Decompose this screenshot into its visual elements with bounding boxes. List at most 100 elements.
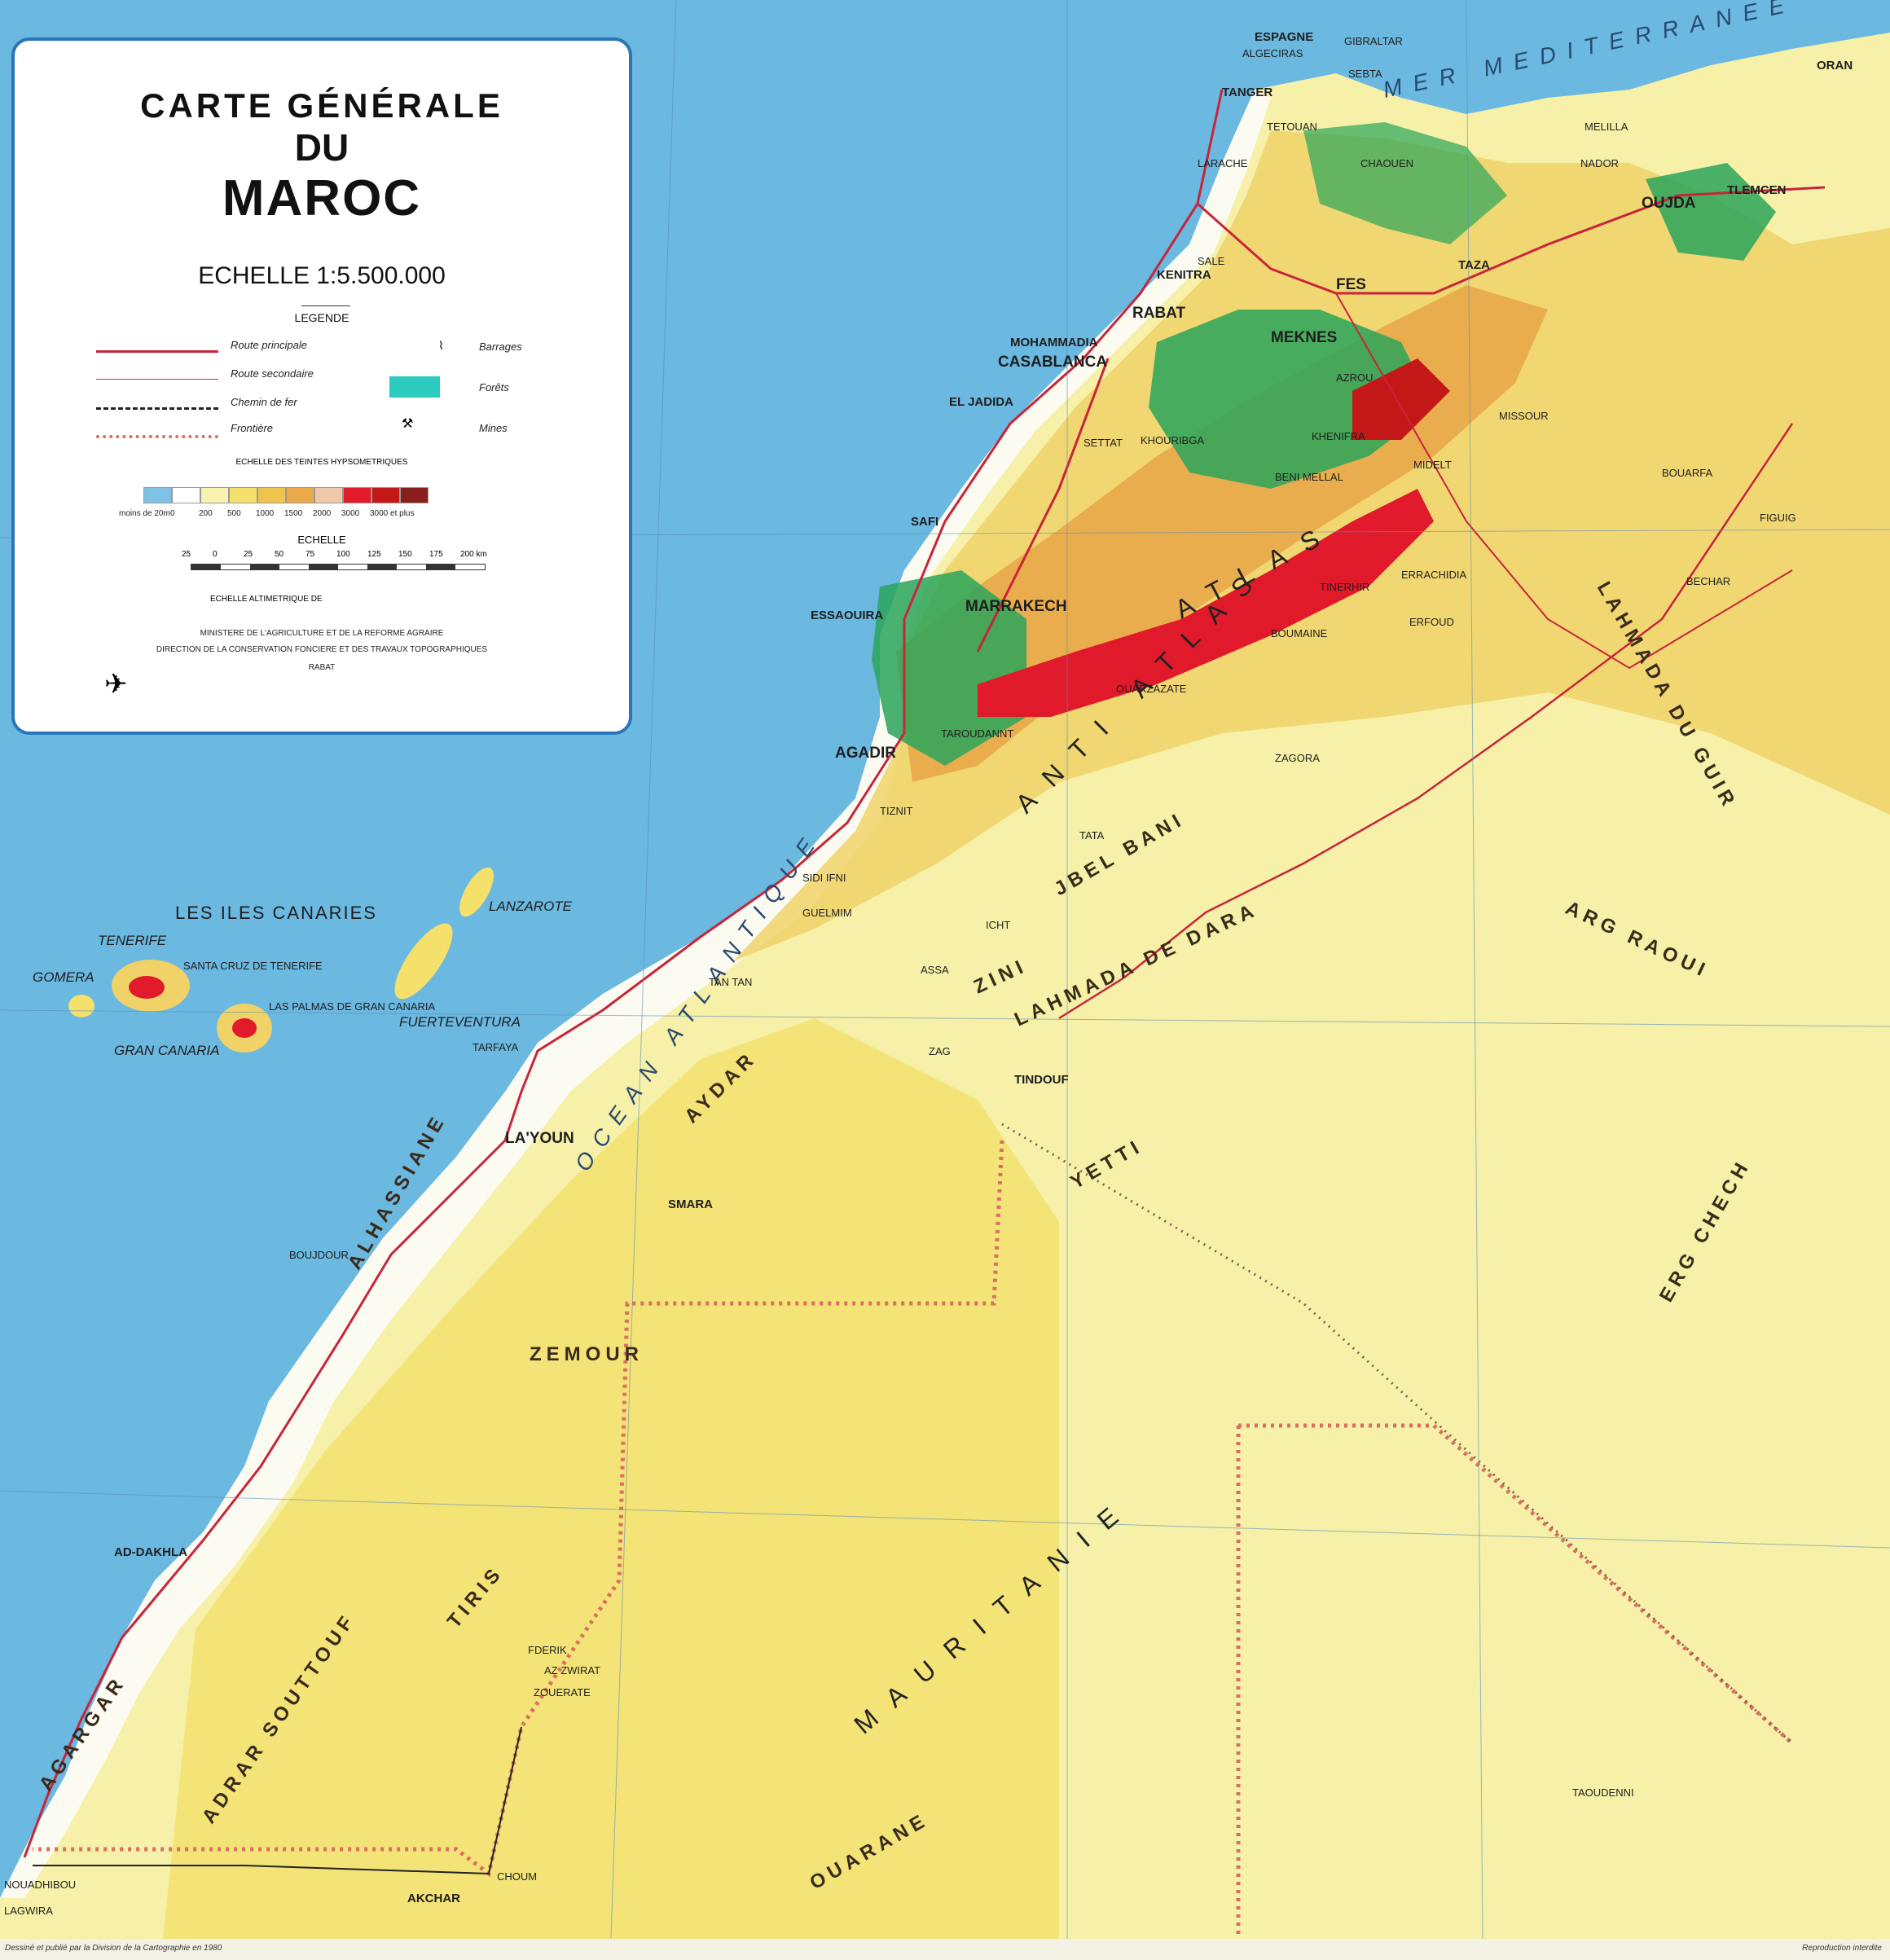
hyp-swatch xyxy=(371,487,400,503)
city-label: LAGWIRA xyxy=(4,1905,53,1917)
city-label: TINDOUF xyxy=(1014,1073,1069,1087)
city-label: LA'YOUN xyxy=(505,1130,574,1147)
publisher-logo-icon: ✈ xyxy=(104,669,128,700)
island-gomera xyxy=(68,995,94,1017)
city-label: TANGER xyxy=(1222,86,1272,99)
map-scale: ECHELLE 1:5.500.000 xyxy=(198,262,446,289)
city-label: AGADIR xyxy=(835,745,896,762)
peak-middle-atlas xyxy=(1352,358,1450,440)
hyp-title: ECHELLE DES TEINTES HYPSOMETRIQUES xyxy=(235,458,408,467)
legend-dams: Barrages xyxy=(479,341,522,353)
city-label: TETOUAN xyxy=(1267,121,1317,133)
legend-border-line xyxy=(96,435,218,438)
coast-band xyxy=(0,90,1271,1898)
city-label: ERRACHIDIA xyxy=(1401,569,1467,581)
legend-road-main-line xyxy=(96,350,218,353)
road-main-coastal xyxy=(23,89,1224,1858)
city-label: ZAG xyxy=(929,1045,951,1057)
city-label: SEBTA xyxy=(1348,68,1382,80)
city-label: ZAGORA xyxy=(1275,752,1320,764)
scale-tick: 150 xyxy=(398,550,412,559)
city-label: BOUMAINE xyxy=(1271,627,1328,639)
city-label: RABAT xyxy=(1132,305,1185,322)
graticule-line xyxy=(0,1009,1890,1027)
city-label: FIGUIG xyxy=(1760,512,1796,524)
city-label: SAFI xyxy=(911,515,938,529)
legend-railway: Chemin de fer xyxy=(231,396,297,408)
graticule-line xyxy=(1466,0,1483,1940)
label-tenerife: TENERIFE xyxy=(98,933,167,948)
legend-city: RABAT xyxy=(308,663,336,672)
footer-left: Dessiné et publié par la Division de la … xyxy=(5,1944,222,1953)
forest-oujda xyxy=(1646,163,1776,261)
road-main-interior xyxy=(1197,186,1826,295)
city-label: TINERHIR xyxy=(1320,581,1369,593)
city-label: SMARA xyxy=(668,1198,713,1211)
city-label: TAOUDENNI xyxy=(1572,1786,1634,1799)
peak-teide xyxy=(129,976,165,999)
city-label: AZ ZWIRAT xyxy=(544,1664,600,1677)
city-label: KHOURIBGA xyxy=(1141,434,1204,446)
city-label: TATA xyxy=(1079,829,1105,842)
railway-mauritania xyxy=(33,1726,522,1875)
city-label: OUARZAZATE xyxy=(1116,683,1187,695)
hyp-swatch xyxy=(143,487,172,503)
hyp-swatch xyxy=(257,487,286,503)
label-zemour: ZEMOUR xyxy=(530,1343,644,1365)
label-gomera: GOMERA xyxy=(33,969,94,985)
label-gran-canaria: GRAN CANARIA xyxy=(114,1043,219,1058)
island-lanzarote xyxy=(459,867,494,917)
map-title-line3: MAROC xyxy=(222,170,422,226)
legend-railway-line xyxy=(96,407,218,410)
city-label: TLEMCEN xyxy=(1727,183,1787,197)
hyp-swatch xyxy=(400,487,429,503)
border-tindouf xyxy=(1001,1123,1794,1745)
scale-tick: 100 xyxy=(336,550,350,559)
ministry: MINISTERE DE L'AGRICULTURE ET DE LA REFO… xyxy=(200,629,444,638)
hyp-swatch xyxy=(286,487,314,503)
hyp-label: moins de 20m xyxy=(119,509,170,518)
hyp-label: 0 xyxy=(170,509,175,518)
city-label: ICHT xyxy=(986,919,1010,931)
city-label: MEKNES xyxy=(1271,329,1337,346)
map-title-line1: CARTE GÉNÉRALE xyxy=(140,86,503,125)
city-label: BOUARFA xyxy=(1662,467,1712,479)
footer-right: Reproduction interdite xyxy=(1802,1944,1882,1953)
city-label: FDERIK xyxy=(528,1644,567,1656)
legend-heading: LEGENDE xyxy=(294,311,349,324)
legend-heading-rule xyxy=(301,305,350,306)
alt-title: ECHELLE ALTIMETRIQUE DE xyxy=(210,595,323,604)
city-label: AKCHAR xyxy=(407,1892,460,1905)
legend-road-secondary: Route secondaire xyxy=(231,367,314,380)
scale-tick: 25 xyxy=(244,550,253,559)
peak-high-atlas xyxy=(978,489,1434,717)
scale-tick: 175 xyxy=(429,550,443,559)
city-label: SALE xyxy=(1198,255,1225,267)
hyp-swatch xyxy=(343,487,371,503)
legend-forests: Forêts xyxy=(479,381,509,393)
city-label: ASSA xyxy=(921,964,949,976)
road-marrakech xyxy=(976,358,1110,653)
city-label: NOUADHIBOU xyxy=(4,1879,76,1891)
border-mauritania xyxy=(33,1140,1004,1878)
hyp-label: 3000 et plus xyxy=(370,509,415,518)
sahara-yellow xyxy=(163,1018,1059,1939)
city-label: ZOUERATE xyxy=(534,1686,591,1699)
scale-tick: 25 xyxy=(182,550,191,559)
city-label: GIBRALTAR xyxy=(1344,35,1403,47)
city-label: EL JADIDA xyxy=(949,395,1013,409)
city-label: TAROUDANNT xyxy=(941,727,1013,740)
city-label: SIDI IFNI xyxy=(802,872,846,884)
city-label: ERFOUD xyxy=(1409,616,1454,628)
label-fuerteventura: FUERTEVENTURA xyxy=(399,1014,521,1030)
label-las-palmas: LAS PALMAS DE GRAN CANARIA xyxy=(269,1000,436,1013)
road-tindouf xyxy=(1058,423,1794,1020)
city-label: MELILLA xyxy=(1585,121,1628,133)
hyp-swatch xyxy=(314,487,343,503)
hyp-swatch xyxy=(200,487,229,503)
city-label: ORAN xyxy=(1817,59,1853,73)
scale-bar xyxy=(191,564,486,570)
scale-tick: 75 xyxy=(305,550,315,559)
city-label: GUELMIM xyxy=(802,907,852,919)
city-label: LARACHE xyxy=(1198,157,1248,169)
